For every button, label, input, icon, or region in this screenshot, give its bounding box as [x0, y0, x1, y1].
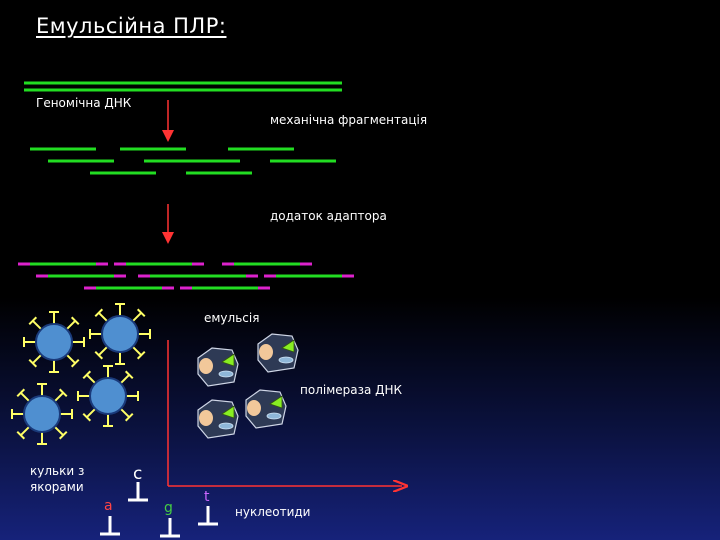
label-genomic-dna: Геномічна ДНК — [36, 96, 132, 110]
base-g-label: g — [164, 500, 173, 516]
base-a-label: a — [104, 498, 113, 514]
anchor-beads — [11, 303, 151, 445]
label-fragmentation: механічна фрагментація — [270, 113, 428, 127]
base-c-label: c — [133, 464, 143, 484]
label-adaptor: додаток адаптора — [270, 209, 387, 223]
polymerase-icon — [245, 389, 287, 429]
axes — [167, 340, 402, 486]
bead-icon — [89, 303, 151, 365]
genomic-dna-strand — [24, 81, 342, 92]
polymerase-icon — [197, 399, 239, 439]
polymerase-icon — [197, 347, 239, 387]
nucleotide-anchor-icon — [128, 482, 148, 502]
label-beads: кульки з якорами — [30, 464, 85, 494]
base-t-label: t — [204, 489, 210, 505]
polymerase-icon — [257, 333, 299, 373]
nucleotide-anchor-icon — [100, 516, 120, 536]
page-title: Емульсійна ПЛР: — [36, 14, 227, 38]
label-nucleotides: нуклеотиди — [235, 505, 311, 519]
bead-icon — [11, 383, 73, 445]
label-polymerase: полімераза ДНК — [300, 383, 403, 397]
bead-icon — [77, 365, 139, 427]
nucleotide-anchor-icon — [160, 518, 180, 538]
label-emulsion: емульсія — [204, 311, 260, 325]
nucleotide-anchor-icon — [198, 506, 218, 526]
adaptor-fragments — [18, 262, 354, 290]
bead-icon — [23, 311, 85, 373]
dna-fragments — [30, 147, 336, 175]
dna-polymerases — [197, 333, 299, 439]
